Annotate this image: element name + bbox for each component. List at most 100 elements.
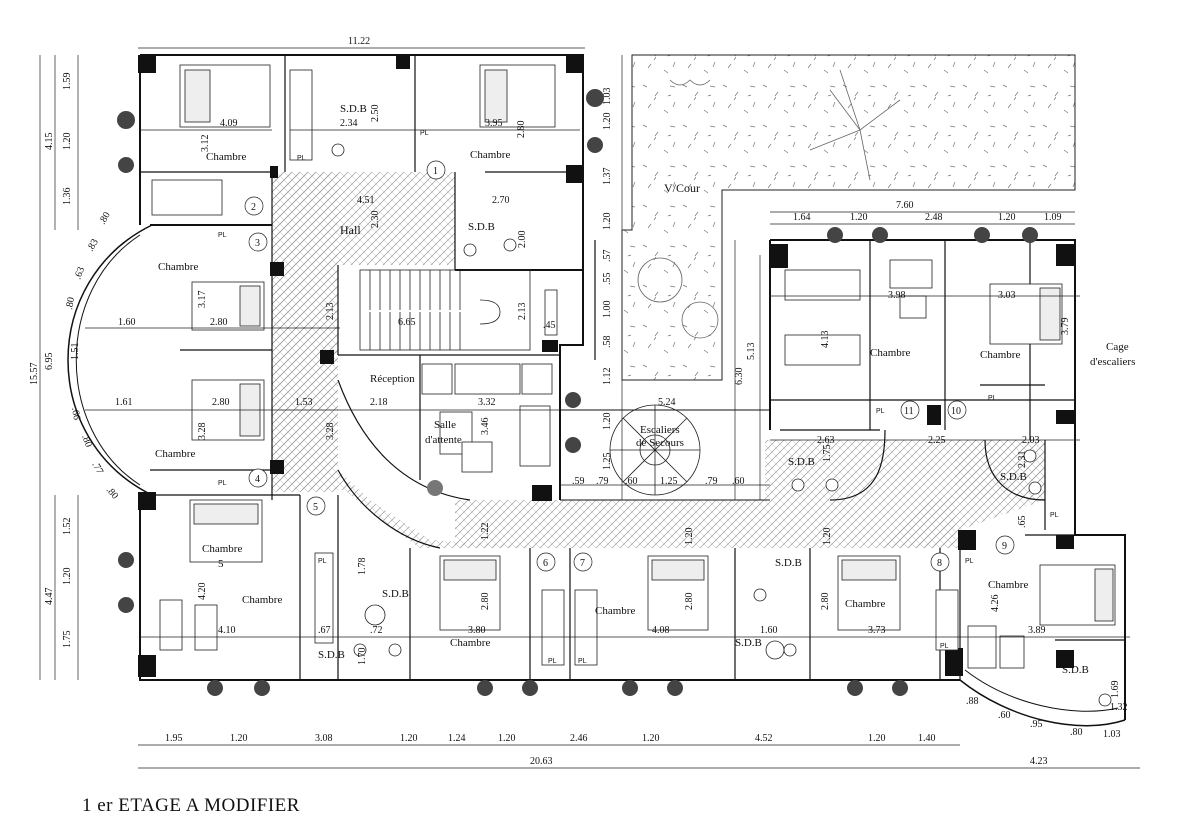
room-label: Escaliers bbox=[640, 424, 680, 436]
svg-text:6.30: 6.30 bbox=[734, 368, 745, 386]
svg-text:4.08: 4.08 bbox=[652, 625, 670, 636]
dim-label: 1.20 bbox=[400, 733, 418, 744]
svg-text:1.51: 1.51 bbox=[70, 343, 81, 361]
svg-text:6: 6 bbox=[543, 558, 548, 569]
room-label: Chambre bbox=[242, 594, 282, 606]
dim-label: 1.20 bbox=[62, 568, 73, 586]
room-number: 4 bbox=[248, 468, 268, 488]
svg-text:2.70: 2.70 bbox=[492, 195, 510, 206]
room-label: Chambre bbox=[206, 151, 246, 163]
svg-text:1.60: 1.60 bbox=[118, 317, 136, 328]
svg-text:PL: PL bbox=[297, 155, 306, 162]
dim-label: 15.57 bbox=[29, 363, 40, 386]
svg-text:1: 1 bbox=[433, 166, 438, 177]
furniture bbox=[151, 64, 1116, 669]
svg-text:.57: .57 bbox=[602, 250, 613, 263]
svg-text:3.32: 3.32 bbox=[478, 397, 496, 408]
svg-text:.80: .80 bbox=[1070, 727, 1083, 738]
dim-label: 1.52 bbox=[62, 518, 73, 536]
svg-text:2.80: 2.80 bbox=[820, 593, 831, 611]
svg-text:2.34: 2.34 bbox=[340, 118, 358, 129]
svg-text:9: 9 bbox=[1002, 541, 1007, 552]
room-label: Salle bbox=[434, 419, 456, 431]
svg-text:.58: .58 bbox=[602, 336, 613, 349]
svg-text:2.03: 2.03 bbox=[1022, 435, 1040, 446]
svg-text:2.80: 2.80 bbox=[212, 397, 230, 408]
svg-text:3.95: 3.95 bbox=[485, 118, 503, 129]
svg-text:4.51: 4.51 bbox=[357, 195, 375, 206]
svg-text:.65: .65 bbox=[1017, 516, 1028, 529]
svg-text:.60: .60 bbox=[732, 476, 745, 487]
dim-label: 1.20 bbox=[62, 133, 73, 151]
svg-text:2.31: 2.31 bbox=[1017, 451, 1028, 469]
room-label: Chambre bbox=[202, 543, 242, 555]
svg-text:3.89: 3.89 bbox=[1028, 625, 1046, 636]
room-label: S.D.B bbox=[775, 557, 802, 569]
svg-text:1.03: 1.03 bbox=[1103, 729, 1121, 740]
svg-text:2.00: 2.00 bbox=[517, 231, 528, 249]
svg-text:2.13: 2.13 bbox=[517, 303, 528, 321]
courtyard-label: V/Cour bbox=[664, 181, 700, 195]
room-label: S.D.B bbox=[340, 103, 367, 115]
dim-label: 4.15 bbox=[44, 133, 55, 151]
room-numbers: 1 2 3 4 5 6 7 8 9 10 11 bbox=[244, 160, 1015, 572]
svg-text:4.09: 4.09 bbox=[220, 118, 238, 129]
dim-label: 7.60 bbox=[896, 200, 914, 211]
svg-text:PL: PL bbox=[218, 232, 227, 239]
svg-text:3.73: 3.73 bbox=[868, 625, 886, 636]
svg-text:.79: .79 bbox=[596, 476, 609, 487]
svg-text:PL: PL bbox=[420, 130, 429, 137]
room-number: 6 bbox=[536, 552, 556, 572]
svg-text:PL: PL bbox=[218, 480, 227, 487]
svg-text:4.20: 4.20 bbox=[197, 583, 208, 601]
svg-text:7: 7 bbox=[580, 558, 585, 569]
room-number: 1 bbox=[426, 160, 446, 180]
svg-text:.95: .95 bbox=[1030, 719, 1043, 730]
room-label: d'attente bbox=[425, 434, 462, 446]
dimension-lines bbox=[39, 47, 1140, 769]
dim-label: 1.20 bbox=[868, 733, 886, 744]
room-label: S.D.B bbox=[1000, 471, 1027, 483]
svg-text:2.80: 2.80 bbox=[210, 317, 228, 328]
svg-text:1.20: 1.20 bbox=[822, 528, 833, 546]
dim-label: 1.40 bbox=[918, 733, 936, 744]
room-number: 8 bbox=[930, 552, 950, 572]
svg-text:1.25: 1.25 bbox=[602, 453, 613, 471]
dim-label: 4.47 bbox=[44, 588, 55, 606]
svg-text:1.20: 1.20 bbox=[602, 213, 613, 231]
svg-text:1.12: 1.12 bbox=[602, 368, 613, 386]
room-number: 7 bbox=[573, 552, 593, 572]
dim-label: 4.23 bbox=[1030, 756, 1048, 767]
room-label: S.D.B bbox=[468, 221, 495, 233]
svg-text:1.78: 1.78 bbox=[357, 558, 368, 576]
svg-text:3.46: 3.46 bbox=[480, 418, 491, 436]
dim-label: 3.08 bbox=[315, 733, 333, 744]
svg-text:2.50: 2.50 bbox=[370, 105, 381, 123]
svg-text:.67: .67 bbox=[318, 625, 331, 636]
svg-text:1.32: 1.32 bbox=[1110, 702, 1128, 713]
dim-label: 1.64 bbox=[793, 212, 811, 223]
svg-text:.80: .80 bbox=[79, 433, 94, 449]
svg-text:2: 2 bbox=[251, 202, 256, 213]
svg-text:2.25: 2.25 bbox=[928, 435, 946, 446]
svg-text:2.18: 2.18 bbox=[370, 397, 388, 408]
svg-text:1.03: 1.03 bbox=[602, 88, 613, 106]
svg-text:.66: .66 bbox=[69, 407, 82, 421]
fixtures bbox=[331, 143, 1112, 707]
svg-text:4.13: 4.13 bbox=[820, 331, 831, 349]
room-number: 3 bbox=[248, 232, 268, 252]
room-label: S.D.B bbox=[382, 588, 409, 600]
svg-text:PL: PL bbox=[965, 558, 974, 565]
dim-label: 1.36 bbox=[62, 188, 73, 206]
svg-text:3.28: 3.28 bbox=[325, 423, 336, 441]
svg-text:5.24: 5.24 bbox=[658, 397, 676, 408]
dim-label: 1.20 bbox=[498, 733, 516, 744]
room-label: S.D.B bbox=[735, 637, 762, 649]
room-label: Chambre bbox=[450, 637, 490, 649]
dim-label: 6.95 bbox=[44, 353, 55, 371]
room-label: Chambre bbox=[155, 448, 195, 460]
dimension-labels: 11.22 20.63 4.23 7.60 15.57 6.95 4.15 4.… bbox=[29, 36, 1128, 767]
svg-text:PL: PL bbox=[548, 658, 557, 665]
dim-label: 1.20 bbox=[642, 733, 660, 744]
svg-text:.60: .60 bbox=[998, 710, 1011, 721]
